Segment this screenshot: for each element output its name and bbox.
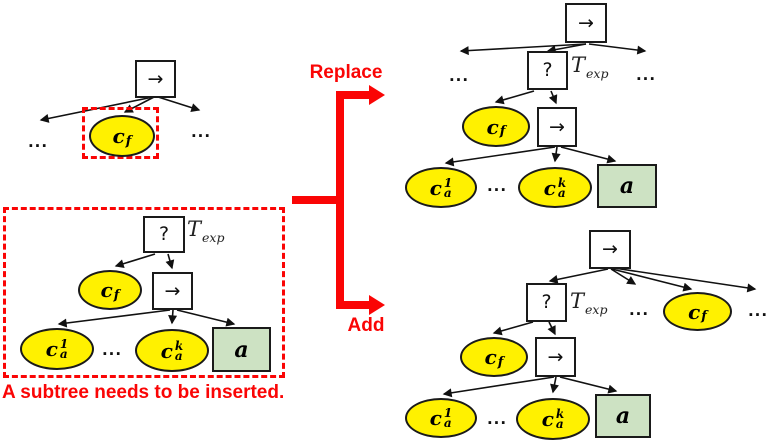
add-label: Add: [347, 315, 385, 336]
replace-root-op-box: →: [565, 3, 607, 43]
subtree-question-box: ?: [143, 216, 185, 253]
replace-op-box: →: [537, 107, 577, 147]
texp-sub: exp: [202, 230, 225, 245]
subtree-dashed-box: [3, 207, 285, 378]
ellipsis-left: ...: [27, 133, 49, 151]
cf-base: c: [112, 124, 125, 148]
branch-arrow: [292, 85, 385, 315]
texp-base: T: [187, 217, 202, 241]
caption: A subtree needs to be inserted.: [2, 382, 285, 403]
ellipsis-left: ...: [448, 67, 470, 85]
ellipsis-middle: ...: [101, 341, 123, 359]
ellipsis-bottom: ...: [486, 410, 508, 428]
add-op-box: →: [535, 337, 576, 377]
a-node: a: [595, 394, 651, 438]
subtree-op-box: →: [152, 272, 193, 310]
ellipsis-right: ...: [747, 302, 769, 320]
ellipsis-right: ...: [190, 123, 212, 141]
subtree-edges: [57, 253, 236, 328]
ellipsis-middle: ...: [628, 301, 650, 319]
cf-sub: f: [125, 133, 132, 149]
question-op-glyph: ?: [158, 223, 170, 245]
ellipsis-middle: ...: [486, 177, 508, 195]
add-question-box: ?: [526, 283, 567, 322]
ellipsis-right: ...: [635, 66, 657, 84]
replace-label: Replace: [309, 62, 383, 83]
cf-highlight-box: [82, 107, 159, 159]
add-result-edges: [442, 267, 757, 398]
add-root-op-box: →: [589, 230, 631, 269]
arrow-op-glyph: →: [147, 67, 164, 90]
original-root-op-box: →: [135, 60, 176, 98]
replace-result-edges: [444, 43, 647, 167]
replace-question-box: ?: [527, 51, 568, 90]
a-node: a: [212, 327, 271, 372]
a-node: a: [597, 164, 657, 208]
